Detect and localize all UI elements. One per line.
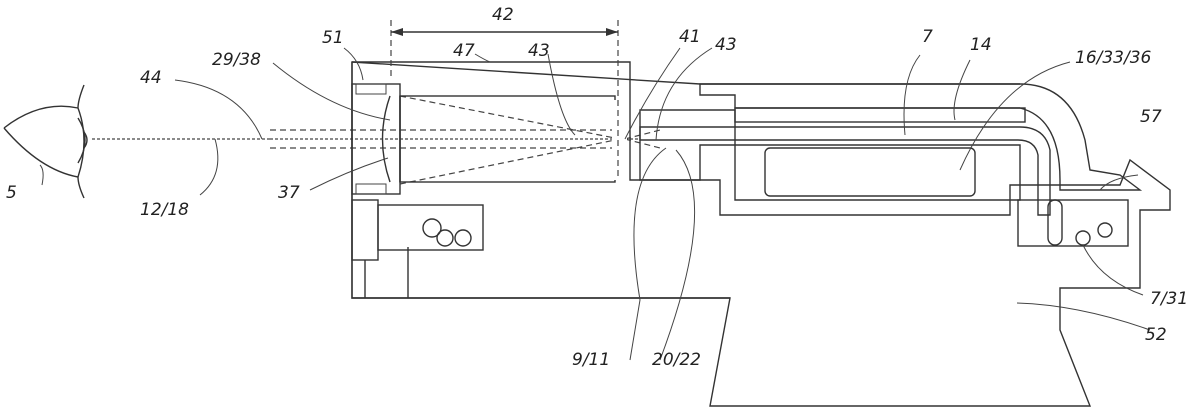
- beam: [270, 95, 661, 185]
- label-12-18: 12/18: [140, 200, 189, 220]
- label-43-b: 43: [715, 35, 737, 55]
- label-51: 51: [322, 28, 344, 48]
- dimension-42: [390, 20, 619, 180]
- label-47: 47: [453, 41, 475, 61]
- label-43-a: 43: [528, 41, 550, 61]
- leader-lines: [39, 47, 1151, 361]
- label-16-33-36: 16/33/36: [1075, 48, 1152, 68]
- eye-icon: [3, 84, 88, 199]
- label-7: 7: [922, 27, 933, 47]
- label-42: 42: [492, 5, 514, 25]
- label-41: 41: [679, 27, 701, 47]
- lens: [381, 95, 391, 183]
- cover: [699, 83, 1143, 191]
- label-9-11: 9/11: [572, 350, 610, 370]
- base-housing: [351, 61, 1171, 407]
- label-7-31: 7/31: [1150, 289, 1188, 309]
- label-20-22: 20/22: [652, 350, 701, 370]
- label-14: 14: [970, 35, 992, 55]
- label-52: 52: [1145, 325, 1167, 345]
- label-44: 44: [140, 68, 162, 88]
- label-57: 57: [1140, 107, 1162, 127]
- core-block: [764, 147, 976, 197]
- label-5: 5: [6, 183, 17, 203]
- label-37: 37: [278, 183, 300, 203]
- sleeve: [734, 107, 1026, 123]
- label-29-38: 29/38: [212, 50, 261, 70]
- fiber: [639, 126, 1051, 216]
